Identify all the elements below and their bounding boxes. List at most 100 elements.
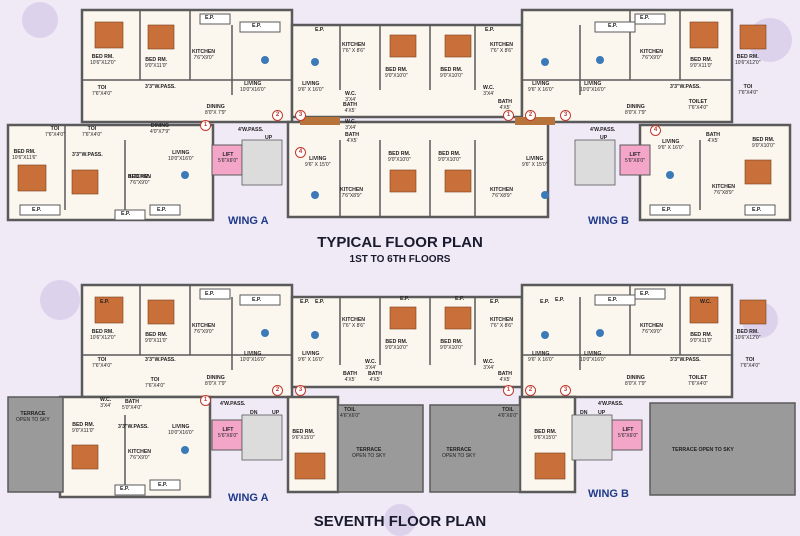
room-label: BED RM.9'0"X10'0" xyxy=(388,151,411,163)
room-label: BED RM.10'6"X12'0" xyxy=(90,329,116,341)
room-label: 3'3"W.PASS. xyxy=(118,424,149,430)
room-label: E.P. xyxy=(252,23,262,29)
typical-rugs xyxy=(181,56,674,199)
room-label: TERRACE OPEN TO SKY xyxy=(672,447,734,453)
typical-lifts xyxy=(211,144,651,176)
room-label: E.P. xyxy=(640,15,650,21)
typical-plan-subtitle: 1ST TO 6TH FLOORS xyxy=(349,254,451,265)
room-label: E.P. xyxy=(121,211,131,217)
room-label: 3'3"W.PASS. xyxy=(145,357,176,363)
wing-a-label: WING A xyxy=(228,215,269,227)
typical-corridors xyxy=(300,117,555,125)
room-label: W.C.3'X4' xyxy=(365,359,377,371)
room-label: BED RM.9'0"X11'0" xyxy=(72,422,95,434)
room-label: BED RM.9'0"X10'0" xyxy=(385,339,408,351)
typical-floor-plan xyxy=(6,8,792,222)
seventh-interior-walls xyxy=(82,285,732,485)
seventh-balconies xyxy=(114,288,666,496)
room-label: UP xyxy=(600,135,608,141)
room-label: BED RM.9'0"X11'0" xyxy=(145,332,168,344)
flat-number: 2 xyxy=(272,110,283,121)
room-label: UP xyxy=(272,410,280,416)
room-label: BED RM.9'0"X11'0" xyxy=(145,57,168,69)
seventh-terraces xyxy=(7,396,796,496)
room-label: W.C.3'X4' xyxy=(345,91,357,103)
room-label: DN xyxy=(250,410,258,416)
room-label: E.P. xyxy=(157,207,167,213)
seventh-stairs xyxy=(241,414,613,461)
room-label: E.P. xyxy=(608,297,618,303)
room-label: E.P. xyxy=(400,296,410,302)
wing-b-label: WING B xyxy=(588,488,629,500)
room-label: E.P. xyxy=(608,23,618,29)
room-label: E.P. xyxy=(158,482,168,488)
seventh-furniture xyxy=(71,296,767,480)
typical-balconies xyxy=(19,13,776,221)
room-label: W.C.3'X4' xyxy=(483,85,495,97)
room-label: BED RM.9'0"X10'0" xyxy=(385,67,408,79)
room-label: BED RM.9'0"X11'0" xyxy=(690,57,713,69)
room-label: E.P. xyxy=(315,299,325,305)
room-label: E.P. xyxy=(662,207,672,213)
room-label: BED RM. xyxy=(128,174,150,180)
room-label: E.P. xyxy=(100,299,110,305)
typical-interior-walls xyxy=(64,10,732,217)
room-label: E.P. xyxy=(32,207,42,213)
room-label: E.P. xyxy=(205,291,215,297)
room-label: E.P. xyxy=(315,27,325,33)
room-label: E.P. xyxy=(485,27,495,33)
room-label: E.P. xyxy=(120,486,130,492)
flat-number: 3 xyxy=(560,385,571,396)
room-label: E.P. xyxy=(555,297,565,303)
flat-number: 3 xyxy=(295,110,306,121)
flat-number: 1 xyxy=(200,120,211,131)
flat-number: 3 xyxy=(560,110,571,121)
room-label: 3'3"W.PASS. xyxy=(670,84,701,90)
flat-number: 1 xyxy=(503,385,514,396)
wing-a-label: WING A xyxy=(228,492,269,504)
room-label: 3'3"W.PASS. xyxy=(670,357,701,363)
room-label: E.P. xyxy=(455,296,465,302)
typical-stairs xyxy=(241,139,616,186)
room-label: 4'W.PASS. xyxy=(598,401,624,407)
room-label: E.P. xyxy=(490,299,500,305)
flat-number: 4 xyxy=(295,147,306,158)
room-label: BED RM.10'6"X12'0" xyxy=(735,54,761,66)
room-label: BED RM.10'6"X12'0" xyxy=(735,329,761,341)
room-label: BED RM.9'6"X15'0" xyxy=(534,429,557,441)
room-label: 4'W.PASS. xyxy=(238,127,264,133)
room-label: BED RM.10'6"X12'0" xyxy=(90,54,116,66)
room-label: E.P. xyxy=(540,299,550,305)
